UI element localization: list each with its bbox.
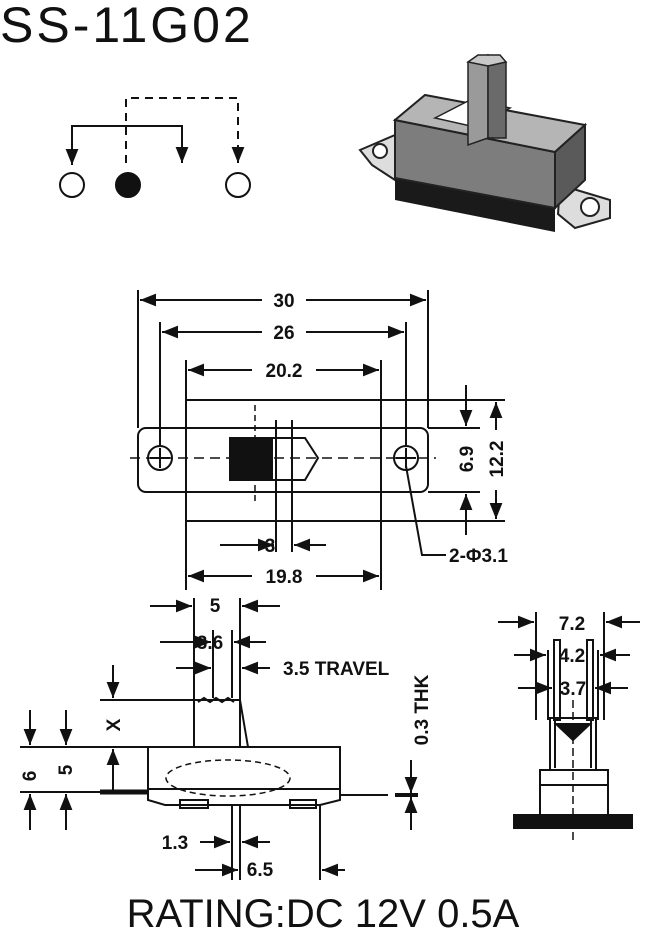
dim-6-9: 6.9 [457, 446, 478, 472]
part-number-title: SS-11G02 [0, 0, 254, 53]
side-view [20, 598, 418, 880]
dim-26: 26 [273, 323, 294, 344]
thickness-label: 0.3 THK [412, 674, 433, 745]
hole-spec: 2-Φ3.1 [449, 546, 508, 567]
top-view [130, 290, 505, 590]
end-view [498, 612, 640, 840]
dim-7-2: 7.2 [559, 614, 585, 635]
dim-4-2: 4.2 [559, 646, 585, 667]
dim-3: 3 [265, 536, 276, 557]
side-view-labels: 5 3.6 3.5 TRAVEL X 6 5 0.3 THK 1.3 6.5 [20, 596, 433, 881]
travel-label: 3.5 TRAVEL [283, 659, 390, 680]
dim-3-6: 3.6 [197, 633, 223, 654]
top-view-labels: 30 26 20.2 19.8 3 2-Φ3.1 6.9 12.2 [265, 291, 509, 588]
dim-12-2: 12.2 [487, 441, 508, 478]
dim-20-2: 20.2 [266, 361, 303, 382]
switch-photo [358, 53, 611, 232]
electrical-rating: RATING:DC 12V 0.5A [126, 892, 520, 936]
dim-3-7: 3.7 [560, 679, 586, 700]
dim-1-3: 1.3 [162, 833, 188, 854]
dim-6-5: 6.5 [247, 860, 274, 881]
dim-5-height: 5 [56, 764, 77, 775]
contact-open-left [59, 172, 85, 198]
schematic-symbol [59, 97, 251, 198]
dim-5: 5 [210, 596, 221, 617]
dim-30: 30 [273, 291, 294, 312]
contact-common [115, 172, 141, 198]
end-view-labels: 7.2 4.2 3.7 [559, 614, 586, 700]
dim-x: X [104, 718, 125, 731]
dim-19-8: 19.8 [266, 567, 303, 588]
contact-open-right [225, 172, 251, 198]
dim-6: 6 [20, 771, 41, 782]
